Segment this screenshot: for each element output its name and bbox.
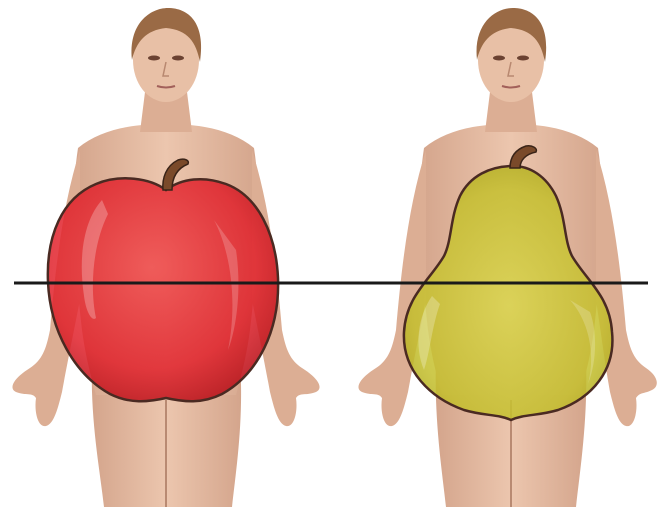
pear-shape-figure xyxy=(358,8,656,507)
apple-fruit-overlay xyxy=(48,178,278,401)
right-figure-right-arm xyxy=(358,150,426,426)
right-figure-left-arm xyxy=(596,150,657,426)
apple-shape-figure xyxy=(12,8,319,507)
